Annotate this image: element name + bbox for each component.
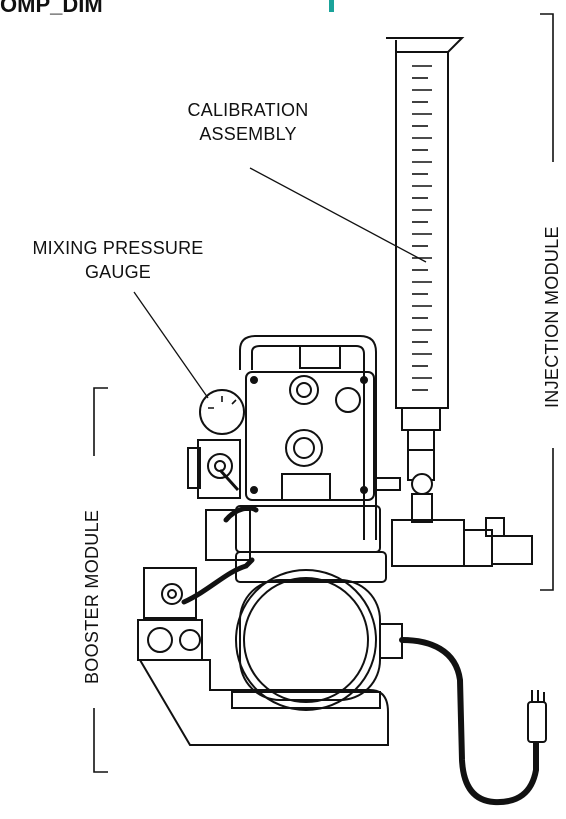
pump-housing (235, 335, 381, 553)
calibration-cylinder (386, 37, 465, 451)
base-plate (138, 659, 389, 746)
calibration-leader-line (249, 167, 427, 263)
gauge-label-line-2: GAUGE (84, 262, 151, 282)
mixing-pressure-gauge (187, 389, 245, 499)
booster-module-bracket (93, 387, 108, 773)
calibration-label-line-2: ASSEMBLY (199, 124, 297, 144)
calibration-assembly-label: CALIBRATION ASSEMBLY (168, 98, 328, 146)
graduation-marks (412, 65, 432, 391)
calibration-label-line-1: CALIBRATION (187, 100, 309, 120)
injection-module-label: INJECTION MODULE (542, 220, 563, 414)
booster-motor (205, 509, 403, 711)
supply-hose (181, 505, 259, 605)
booster-module-label: BOOSTER MODULE (82, 503, 103, 690)
power-cord (399, 637, 539, 806)
gauge-label-line-1: MIXING PRESSURE (32, 238, 204, 258)
solenoid-valve (137, 567, 203, 661)
accent-bar (329, 0, 334, 12)
injection-valve (375, 449, 533, 567)
mixing-pressure-gauge-label: MIXING PRESSURE GAUGE (8, 236, 228, 284)
page-title-fragment: OMP_DIM (0, 0, 103, 17)
gauge-leader-line (133, 291, 209, 399)
power-plug (527, 690, 547, 743)
injection-module-bracket (540, 13, 554, 591)
